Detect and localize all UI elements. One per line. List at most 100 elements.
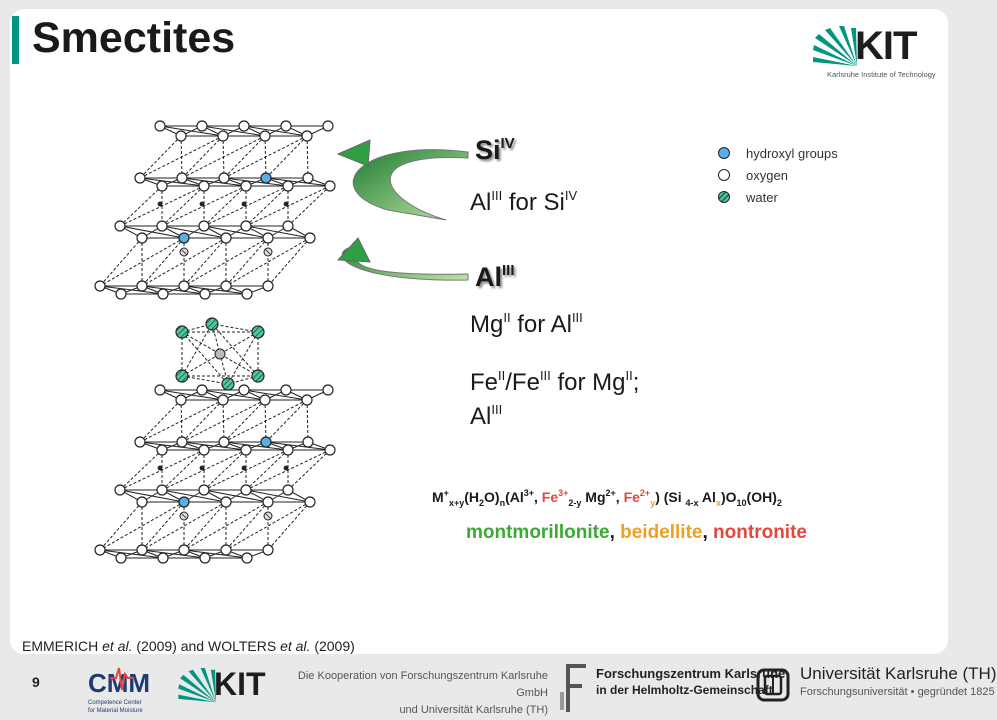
oxygen-atom: [241, 288, 253, 300]
kit-tagline: Karlsruhe Institute of Technology: [827, 70, 936, 79]
bond-line: [203, 449, 247, 491]
bond-line: [267, 237, 311, 287]
oxygen-atom: [238, 384, 250, 396]
university-emblem-icon: [756, 668, 790, 702]
oxygen-atom: [136, 544, 148, 556]
bond-line: [225, 501, 269, 551]
oxygen-atom: [282, 444, 294, 456]
oxygen-atom: [156, 484, 168, 496]
bond-line: [99, 501, 185, 551]
cation-mark: [264, 512, 272, 520]
oxygen-atom: [282, 180, 294, 192]
bond-line: [119, 185, 163, 227]
bond-line: [161, 185, 205, 227]
oxygen-atom: [176, 436, 188, 448]
kit-header-logo: KIT Karlsruhe Institute of Technology: [813, 24, 936, 82]
oxygen-atom: [134, 172, 146, 184]
bond-line: [183, 237, 227, 287]
oxygen-atom: [217, 130, 229, 142]
oxygen-atom: [156, 180, 168, 192]
oxygen-atom: [302, 172, 314, 184]
oxygen-atom: [220, 544, 232, 556]
title-accent-bar: [12, 16, 19, 64]
oxygen-atom: [217, 394, 229, 406]
fzk-logo: [560, 664, 586, 712]
bond-line: [141, 237, 185, 287]
oxygen-atom: [175, 130, 187, 142]
oxygen-atom: [241, 552, 253, 564]
substitution-mg-for-al: MgII for AlIII: [470, 310, 583, 338]
bond-line: [265, 399, 308, 443]
oxygen-atom: [301, 394, 313, 406]
oxygen-atom: [220, 496, 232, 508]
oxygen-atom: [259, 394, 271, 406]
oxygen-atom: [282, 484, 294, 496]
oxygen-atom: [218, 172, 230, 184]
oxygen-atom: [157, 552, 169, 564]
oxygen-atom: [199, 552, 211, 564]
bond-line: [223, 399, 266, 443]
silicon-atom: [283, 201, 289, 207]
bond-line: [181, 399, 224, 443]
bond-line: [225, 501, 311, 551]
site-arrows: [336, 139, 469, 281]
oxygen-atom: [115, 288, 127, 300]
mineral-names: montmorillonite, beidellite, nontronite: [466, 522, 807, 543]
oxygen-atom: [94, 544, 106, 556]
oxygen-atom: [262, 544, 274, 556]
oxygen-atom: [240, 484, 252, 496]
cooperation-text: Die Kooperation von Forschungszentrum Ka…: [297, 670, 548, 716]
oxygen-atom: [218, 436, 230, 448]
svg-text:for Material Moisture: for Material Moisture: [88, 708, 143, 714]
bond-line: [211, 323, 259, 333]
hydroxyl-atom: [260, 436, 272, 448]
bond-line: [223, 399, 308, 443]
water-molecule: [175, 369, 189, 383]
page-number: 9: [32, 674, 40, 690]
water-molecule: [251, 325, 265, 339]
bond-line: [139, 135, 224, 179]
smectite-structure-diagram: [94, 120, 336, 564]
oxygen-atom: [322, 384, 334, 396]
university-text: Universität Karlsruhe (TH) Forschungsuni…: [800, 664, 997, 698]
oxygen-atom: [114, 484, 126, 496]
oxygen-atom: [259, 130, 271, 142]
substitution-al-for-si: AlIII for SiIV: [470, 188, 578, 216]
oxygen-atom: [156, 444, 168, 456]
oxygen-atom: [324, 180, 336, 192]
oxygen-atom: [198, 444, 210, 456]
oxygen-atom: [136, 280, 148, 292]
arrow-head-si: [336, 139, 371, 167]
bond-line: [181, 375, 229, 385]
oxygen-atom: [114, 220, 126, 232]
oxygen-atom: [304, 232, 316, 244]
bond-line: [139, 399, 224, 443]
page-title: Smectites: [32, 14, 236, 62]
bond-line: [181, 331, 229, 385]
bond-line: [211, 323, 259, 377]
citation: EMMERICH et al. (2009) and WOLTERS et al…: [22, 638, 355, 654]
oxygen-atom: [178, 544, 190, 556]
oxygen-atom: [240, 180, 252, 192]
oxygen-atom: [322, 120, 334, 132]
silicon-atom: [199, 201, 205, 207]
bond-line: [141, 501, 185, 551]
kit-logo-text: KIT: [855, 24, 917, 68]
legend-item-oxygen: oxygen: [718, 164, 838, 186]
silicon-atom: [241, 201, 247, 207]
substitution-al-line: AlIII: [470, 402, 503, 430]
cation-mark: [180, 248, 188, 256]
bond-line: [223, 135, 266, 179]
cation-mark: [180, 512, 188, 520]
bond-line: [99, 237, 185, 287]
hydroxyl-icon: [718, 147, 730, 159]
oxygen-atom: [157, 288, 169, 300]
silicon-atom: [157, 465, 163, 471]
bond-line: [306, 399, 309, 443]
bond-line: [203, 449, 289, 491]
bond-line: [245, 185, 331, 227]
bond-line: [227, 331, 259, 385]
oxygen-atom: [176, 172, 188, 184]
water-molecule: [221, 377, 235, 391]
oxygen-atom: [136, 232, 148, 244]
